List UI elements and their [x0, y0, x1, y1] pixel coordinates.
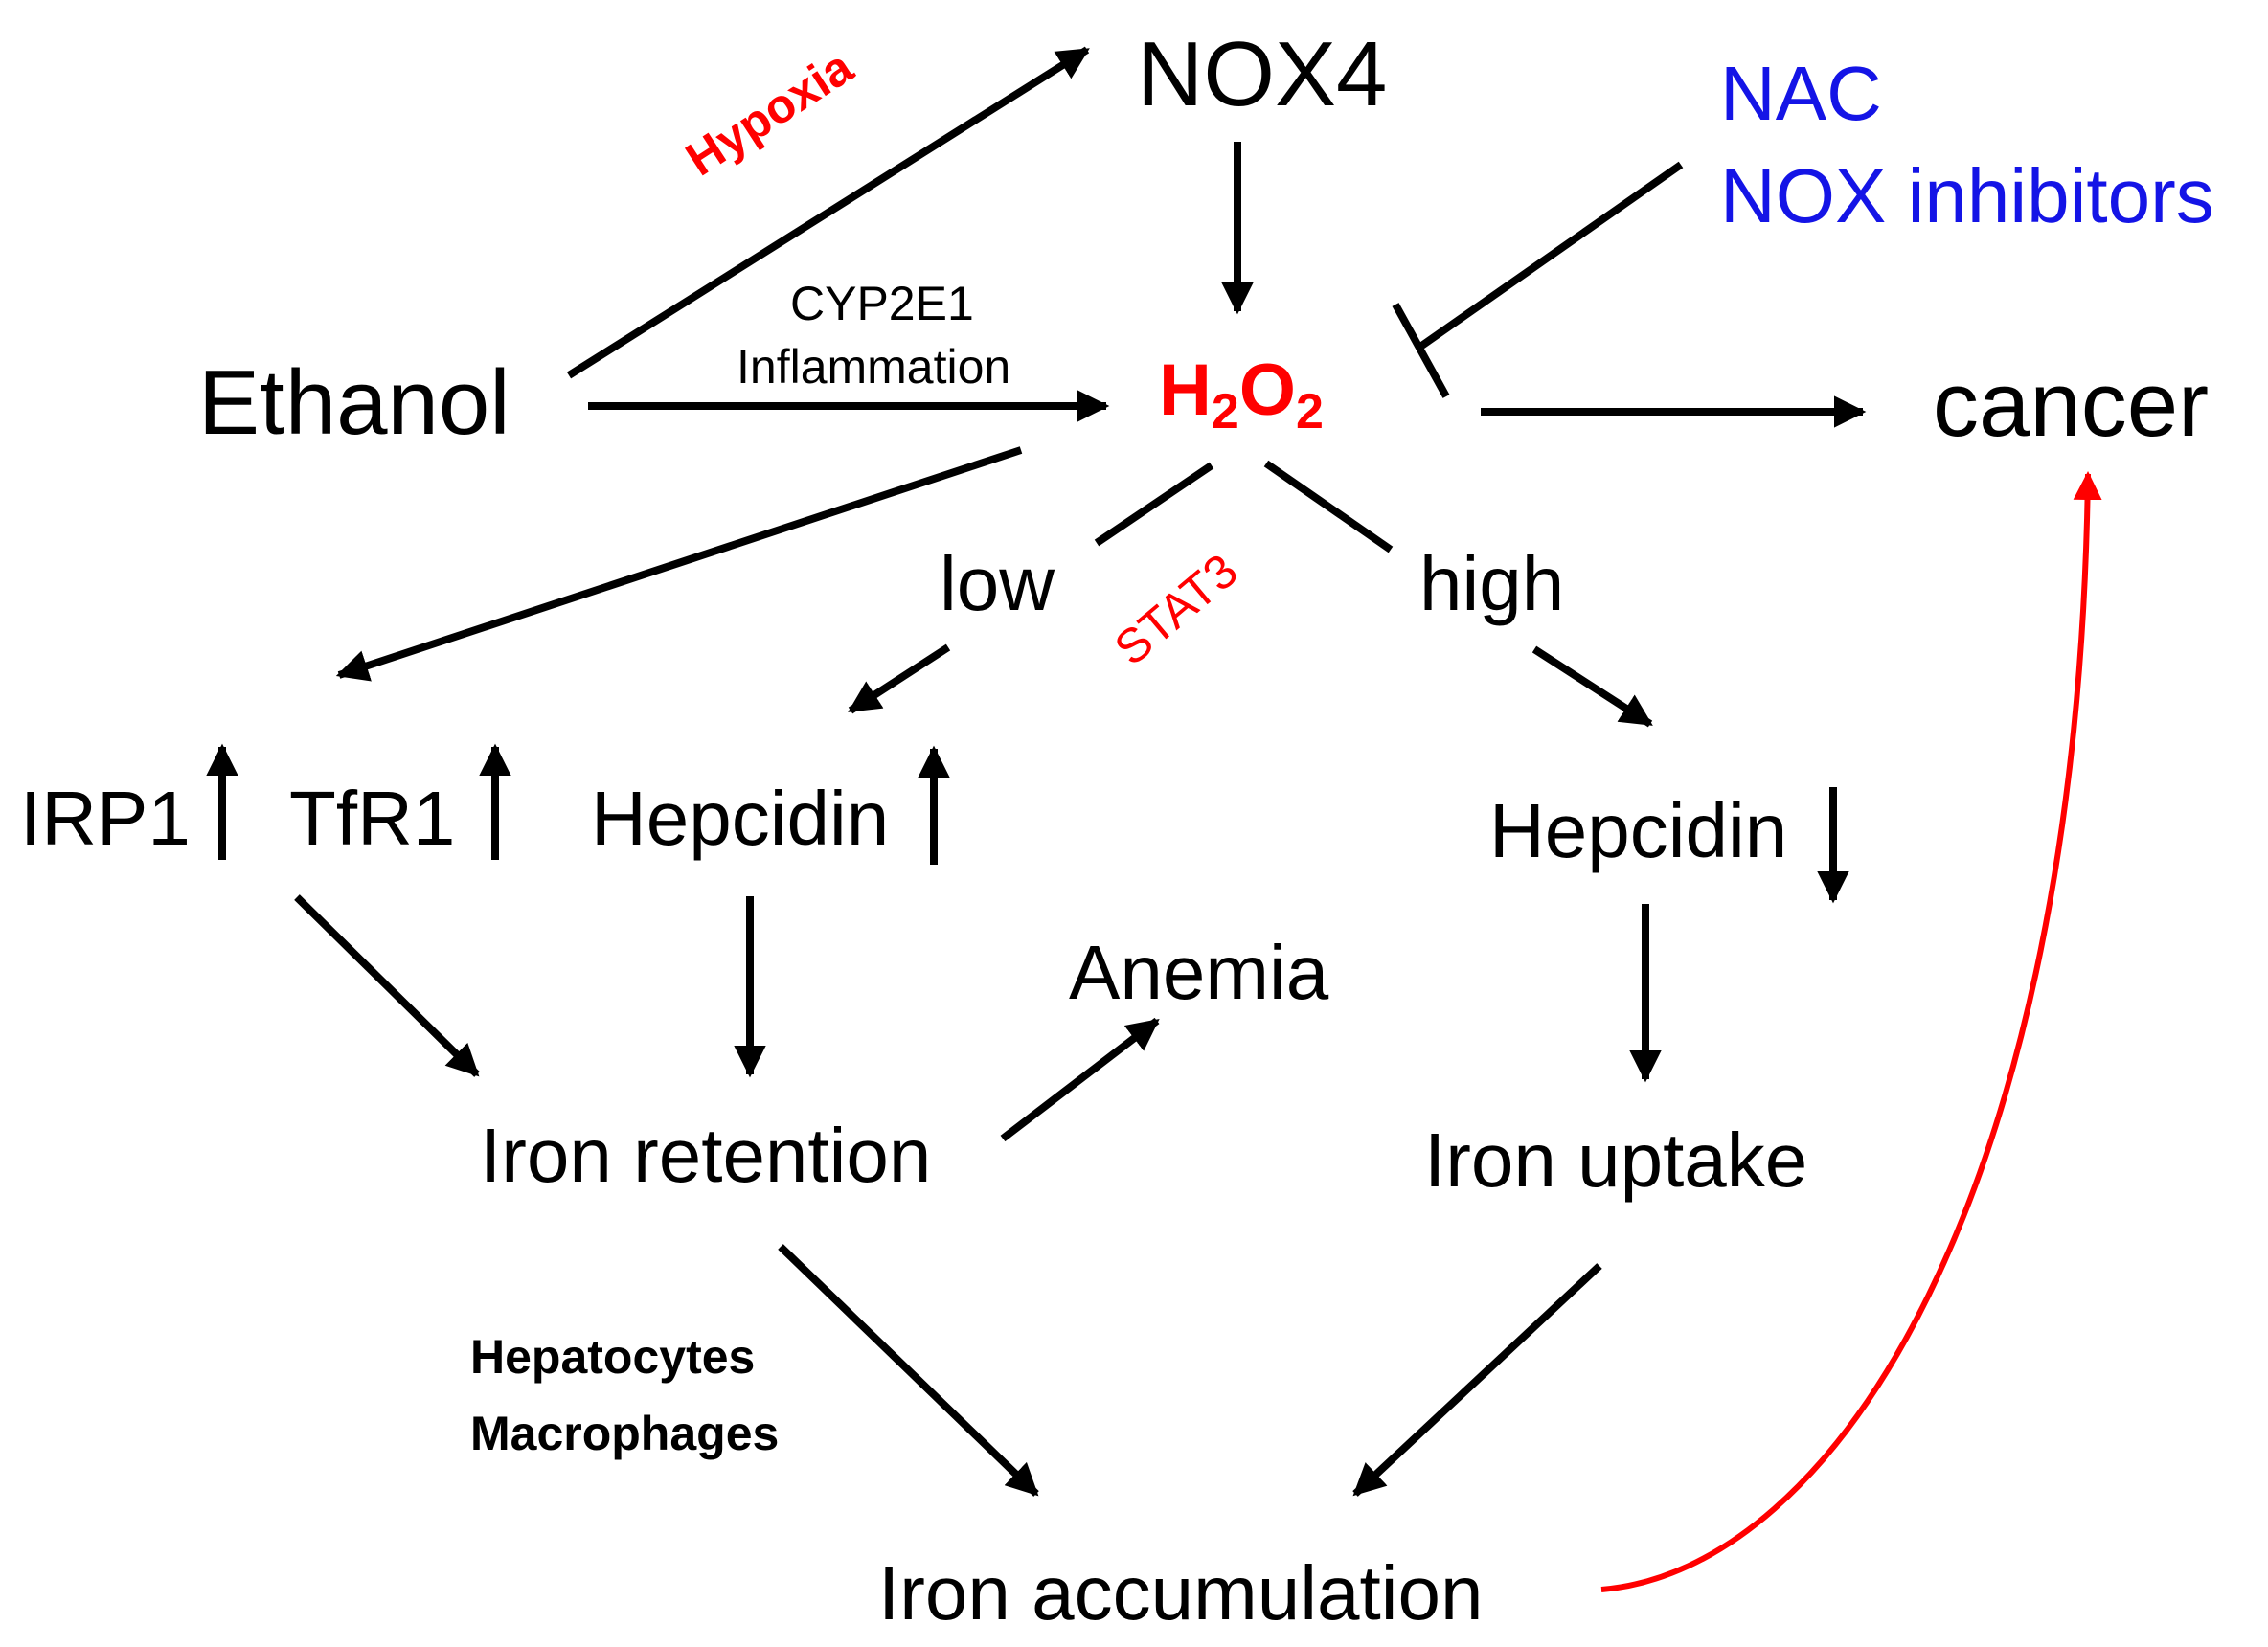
arrow-ethanol-to-nox4 [566, 46, 1090, 379]
iron-accumulation-label: Iron accumulation [878, 1550, 1484, 1636]
hepcidin-up-label: Hepcidin [591, 776, 890, 861]
nox4-label: NOX4 [1137, 23, 1388, 125]
iron-retention-label: Iron retention [480, 1113, 932, 1198]
low-label: low [940, 541, 1055, 626]
macrophages-label: Macrophages [470, 1407, 780, 1460]
h2o2-label: H2O2 [1159, 354, 1324, 438]
arrow-iron-retention-to-iron-accumulation [778, 1244, 1039, 1497]
tfr1-label: TfR1 [289, 776, 456, 861]
high-label: high [1419, 541, 1565, 626]
hepcidin-down-label: Hepcidin [1489, 788, 1788, 873]
hepatocytes-label: Hepatocytes [470, 1330, 756, 1384]
h2o2-o: O [1238, 350, 1296, 431]
arrow-iron-retention-to-anemia [1000, 1017, 1160, 1142]
ethanol-label: Ethanol [198, 351, 510, 454]
nac-label: NAC [1720, 51, 1882, 136]
line-h2o2-to-high [1263, 460, 1394, 553]
arrow-high-to-hepcidin-down [1531, 645, 1653, 728]
arrow-h2o2-to-irp1-tfr1 [335, 446, 1023, 682]
cancer-label: cancer [1933, 353, 2210, 456]
anemia-label: Anemia [1069, 930, 1329, 1015]
cyp2e1-label: CYP2E1 [790, 277, 974, 330]
h2o2-sub-1: 2 [1211, 384, 1239, 440]
arrow-low-to-hepcidin-up [848, 643, 951, 714]
iron-uptake-label: Iron uptake [1424, 1117, 1808, 1203]
inflammation-label: Inflammation [737, 340, 1011, 394]
irp1-label: IRP1 [20, 776, 191, 861]
inhibit-bar [1392, 303, 1450, 398]
arrow-iron-uptake-to-iron-accumulation [1352, 1263, 1602, 1497]
red-arrow-iron-accumulation-to-cancer [1600, 471, 2102, 1592]
h2o2-sub-2: 2 [1295, 384, 1324, 440]
line-h2o2-to-low [1094, 462, 1214, 547]
inhibit-line-nac-to-h2o2 [1418, 161, 1684, 350]
arrow-irp1-tfr1-to-iron-retention [294, 894, 480, 1077]
nox-inhibitors-label: NOX inhibitors [1720, 153, 2214, 238]
h2o2-h: H [1159, 350, 1212, 431]
